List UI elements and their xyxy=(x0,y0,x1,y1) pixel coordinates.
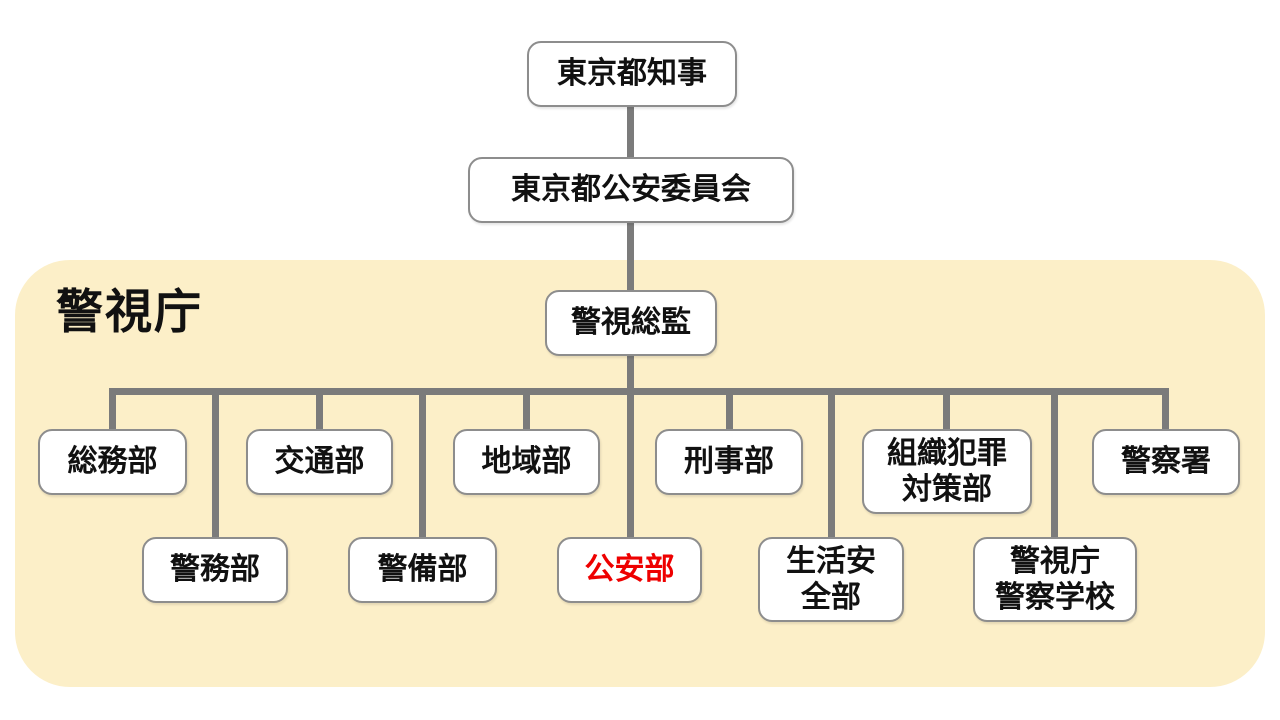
connector-drop-community-safety xyxy=(828,388,835,539)
node-traffic: 交通部 xyxy=(246,429,393,495)
connector-drop-security xyxy=(419,388,426,539)
connector-drop-organized-crime xyxy=(943,388,950,432)
node-public-security: 公安部 xyxy=(557,537,702,603)
node-community: 地域部 xyxy=(453,429,600,495)
connector-commission-superintendent xyxy=(627,221,634,292)
node-governor: 東京都知事 xyxy=(527,41,737,107)
node-superintendent-general: 警視総監 xyxy=(545,290,717,356)
connector-drop-community xyxy=(523,388,530,432)
keishicho-group-label: 警視庁 xyxy=(56,285,203,338)
connector-governor-commission xyxy=(627,103,634,159)
connector-drop-police-station xyxy=(1162,388,1169,432)
node-police-academy: 警視庁 警察学校 xyxy=(973,537,1137,622)
node-police-station: 警察署 xyxy=(1092,429,1240,495)
connector-drop-personnel xyxy=(212,388,219,539)
node-public-safety-commission: 東京都公安委員会 xyxy=(468,157,794,223)
node-personnel: 警務部 xyxy=(142,537,288,603)
connector-drop-police-academy xyxy=(1051,388,1058,539)
node-security: 警備部 xyxy=(348,537,497,603)
connector-drop-criminal xyxy=(726,388,733,432)
connector-superintendent-public-security xyxy=(627,354,634,538)
connector-bus-line xyxy=(109,388,1169,395)
connector-drop-traffic xyxy=(316,388,323,432)
node-general-affairs: 総務部 xyxy=(38,429,187,495)
node-organized-crime: 組織犯罪 対策部 xyxy=(862,429,1032,514)
connector-drop-general-affairs xyxy=(109,388,116,432)
node-community-safety: 生活安 全部 xyxy=(758,537,904,622)
node-criminal-investigation: 刑事部 xyxy=(655,429,803,495)
